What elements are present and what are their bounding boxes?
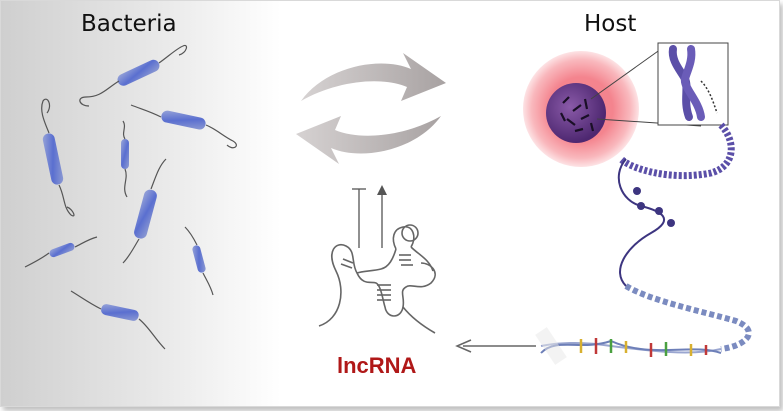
bacterium-icon (130, 104, 237, 149)
bacterium-icon (122, 158, 167, 264)
diagram-art (24, 42, 752, 365)
dna-helix-icon (535, 122, 752, 365)
host-title: Host (584, 11, 637, 37)
activate-arrow-icon (377, 185, 387, 248)
bacterium-icon (184, 226, 214, 296)
bacterium-icon (41, 98, 75, 217)
lncrna-label: lncRNA (337, 353, 417, 378)
bacteria-title: Bacteria (81, 11, 177, 37)
rna-structure-icon (318, 224, 436, 334)
cycle-arrows-icon (296, 53, 446, 164)
bacterium-icon (70, 290, 166, 350)
cell-icon (523, 48, 702, 167)
bacterium-icon (121, 120, 129, 198)
chromosome-icon (657, 42, 729, 126)
bacterium-icon (24, 236, 98, 268)
bacterium-icon (79, 44, 188, 107)
inhibit-arrow-icon (352, 188, 366, 248)
transcription-arrow (455, 339, 536, 353)
